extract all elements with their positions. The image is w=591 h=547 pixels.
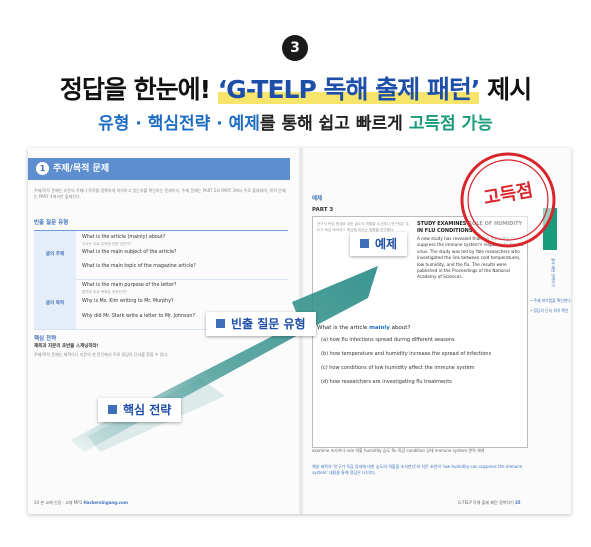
square-icon [360,239,369,248]
right-footer-page: 35 [514,500,521,505]
example-question: What is the article mainly about? [317,325,523,331]
vocab-line: examine 조사하다 role 역할 humidity 습도 flu 독감 … [312,448,485,453]
row-category: 글의 주제 [34,231,76,279]
title-prefix: 정답을 한눈에! [59,75,218,104]
label-example-text: 예제 [375,237,398,251]
part-label: PART 3 [312,207,334,213]
label-core-strategy: 핵심 전략 [98,398,182,422]
question-line: Why is Ms. Kim writing to Mr. Murphy? [82,299,174,304]
square-icon [216,319,225,328]
title-highlight: ‘G-TELP 독해 출제 패턴’ [217,75,480,104]
right-footer-text: G-TELP 독해 출제 패턴 정복하기 [458,500,514,505]
answer-option: (d) how researchers are investigating fl… [321,379,452,385]
strategy-title: 제목과 지문의 초반을 스캐닝하라! [34,344,99,349]
question-prefix: What is the article [317,325,370,331]
translation-column: 연구자 독감 증세와 대한 습도의 역할을 조사하다 연구팀은 습도가 독감 바… [317,222,409,232]
answer-option: (a) how flu infections spread during dif… [321,337,455,343]
example-passage-box: 연구자 독감 증세와 대한 습도의 역할을 조사하다 연구팀은 습도가 독감 바… [312,216,528,448]
right-footer: G-TELP 독해 출제 패턴 정복하기 35 [458,500,521,506]
square-icon [108,405,117,414]
left-footer-site: HackersIngang.com [83,500,128,505]
page-subtitle: 유형 · 핵심전략 · 예제를 통해 쉽고 빠르게 고득점 가능 [0,109,591,134]
question-sub: 기사는 주로 무엇에 관한 것인가? [82,242,132,246]
subtitle-part2: 를 통해 쉽고 빠르게 [259,114,409,134]
strategy-text: 주제/목적 문제는 제목이나 지문의 첫 문단에서 주로 정답의 단서를 찾을 … [34,352,169,357]
question-line: What is the article (mainly) about? [82,235,166,240]
header-number: 1 [36,162,49,175]
high-score-stamp: 고득점 [458,150,558,250]
question-line: What is the main topic of the magazine a… [82,264,196,269]
left-intro: 주제/목적 문제는 지문의 주제나 목적을 정확하게 파악하고 있는지를 확인하… [34,188,286,199]
margin-callout: • 정답의 단서 위치 확인 [530,308,569,313]
question-line: What is the main subject of the article? [82,250,177,255]
question-line: Why did Mr. Stark write a letter to Mr. … [82,314,196,319]
left-page-header: 1 주제/목적 문제 [28,158,290,180]
label-frequent-question: 빈출 질문 유형 [206,312,316,336]
freq-section-title: 빈출 질문 유형 [34,220,69,226]
label-frequent-text: 빈출 질문 유형 [231,317,306,331]
question-suffix: about? [389,325,411,331]
subtitle-part3: 고득점 가능 [408,114,493,134]
stamp-ring-icon [460,152,556,248]
question-sub: 편지의 주요 목적은 무엇인가? [82,290,128,294]
margin-callout: • 주제 파악법을 확인한다 [530,298,571,303]
strategy-section-title: 핵심 전략 [34,336,57,342]
side-tab-text: 출제 패턴 정복하기 [551,258,555,287]
subtitle-part1: 유형 · 핵심전략 · 예제 [98,114,260,134]
passage-text: A new study has revealed that low humidi… [417,236,523,280]
left-footer-text: 34 본 교재 인강 · 교재 MP3 [34,500,83,505]
left-footer: 34 본 교재 인강 · 교재 MP3 HackersIngang.com [34,500,128,506]
row-category: 글의 목적 [34,279,76,329]
question-line: What is the main purpose of the letter? [82,283,177,288]
explanation-note: 해설 제목의 '연구가 독감 증세에 대한 습도의 역할을 조사한다'와 지문 … [312,464,523,475]
answer-option: (b) how temperature and humidity increas… [321,351,492,357]
table-row: 글의 주제 What is the article (mainly) about… [34,231,288,280]
question-keyword: mainly [369,325,390,331]
label-example: 예제 [350,232,408,256]
example-section-title: 예제 [312,196,323,202]
step-number-badge: 3 [282,35,308,61]
answer-option: (c) how conditions of low humidity affec… [321,365,475,371]
label-strategy-text: 핵심 전략 [123,403,172,417]
header-text: 주제/목적 문제 [53,164,110,174]
title-suffix: 제시 [479,75,532,104]
page-title: 정답을 한눈에! ‘G-TELP 독해 출제 패턴’ 제시 [0,70,591,106]
